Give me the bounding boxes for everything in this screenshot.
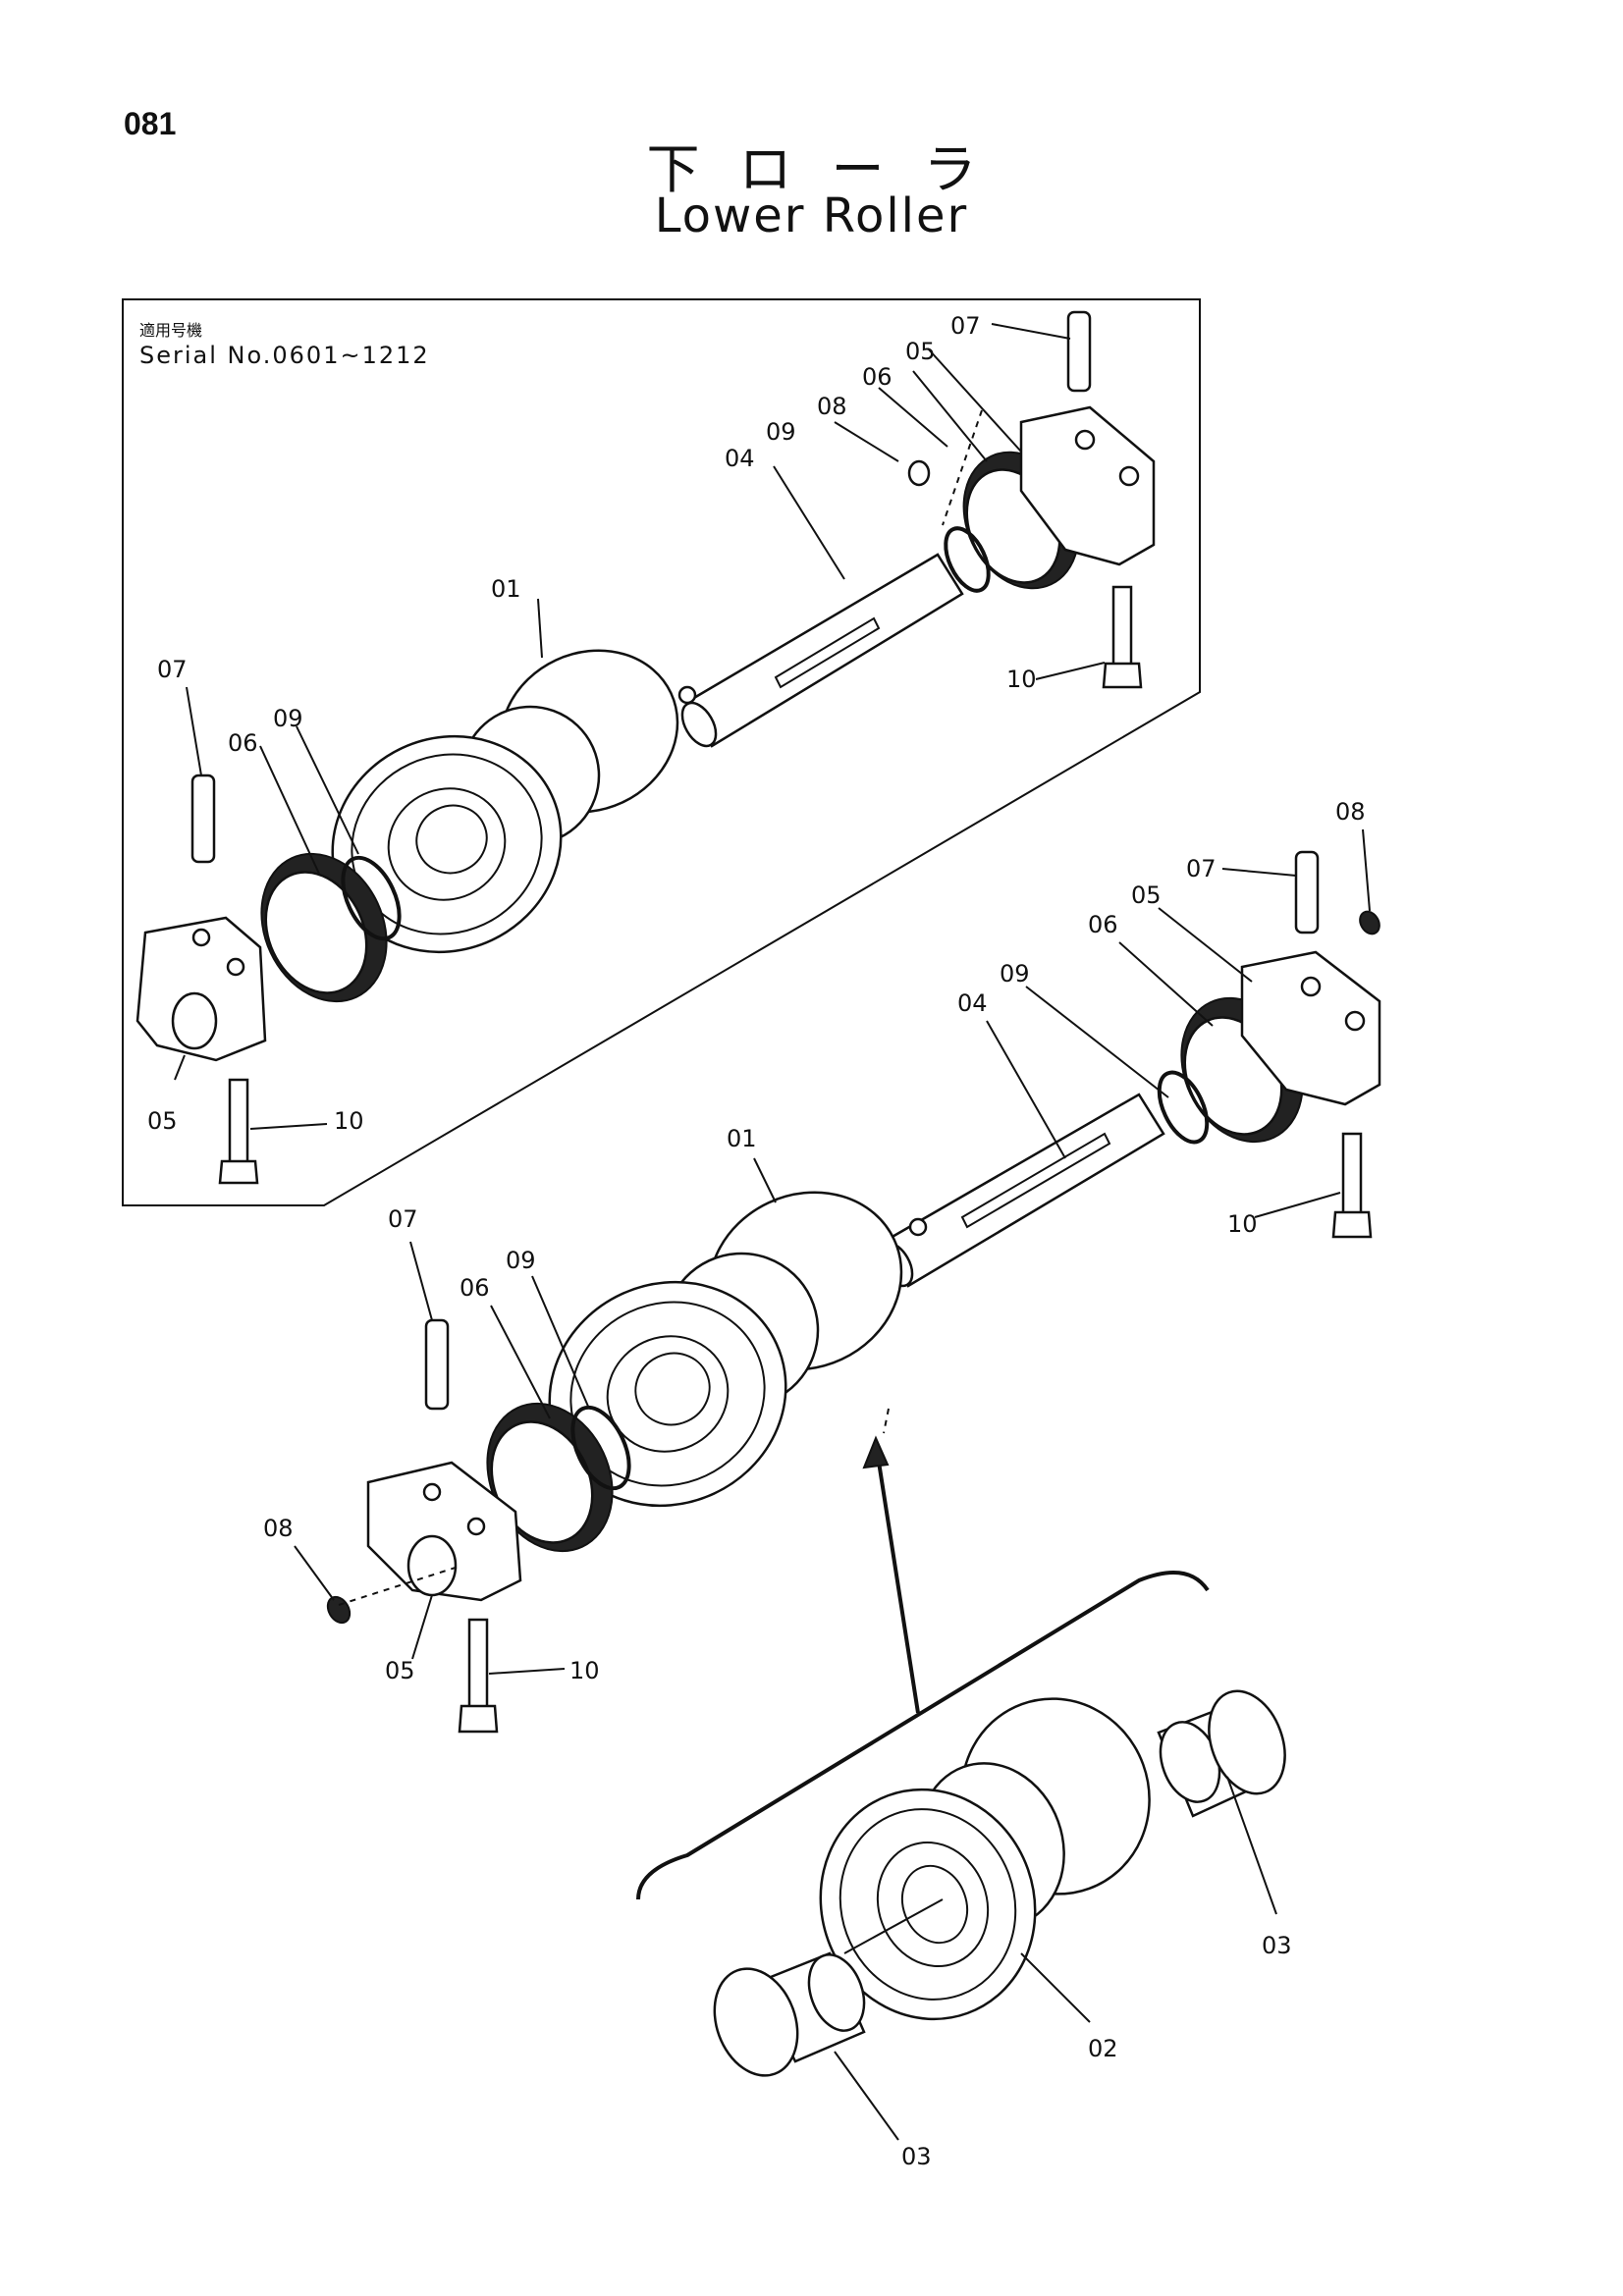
upper-left-bolt-10 [218,1078,259,1185]
lower-left-collar-05 [366,1461,522,1602]
upper-right-ring-09 [944,526,991,593]
label-upper-06: 06 [862,363,893,391]
lower-left-plug-08 [326,1595,352,1625]
label-upper-08: 08 [817,393,847,420]
label-lower-left-07: 07 [388,1205,418,1233]
detail-roller-02 [819,1697,1151,2021]
detail-bushing-03-left [713,1951,866,2077]
title-japanese: 下ローラ [646,138,1016,200]
serial-number-range: Serial No.0601~1212 [139,342,430,369]
upper-roller-body [331,649,679,954]
lower-right-collar-05 [1240,950,1381,1106]
label-upper-05: 05 [905,338,936,365]
label-upper-left-07: 07 [157,656,188,683]
upper-right-pin-07 [1066,310,1092,393]
page-number: 081 [124,106,177,141]
lower-left-pin-07 [424,1318,450,1411]
label-lower-left-05: 05 [385,1657,415,1684]
label-upper-07: 07 [950,312,981,340]
label-upper-10: 10 [1006,666,1037,693]
label-detail-03-left: 03 [901,2143,932,2170]
detail-bushing-03-right [1157,1689,1286,1818]
label-upper-left-06: 06 [228,729,258,757]
lower-right-ring-09 [1157,1070,1210,1145]
lower-right-bolt-10 [1331,1132,1373,1239]
label-lower-08: 08 [1335,798,1366,826]
detail-callout [636,1435,1210,1900]
label-upper-01: 01 [491,575,521,603]
label-lower-left-09: 09 [506,1247,536,1274]
lower-left-bolt-10 [458,1618,499,1734]
label-detail-03-right: 03 [1262,1932,1292,1959]
serial-inset-frame [122,298,1201,1206]
label-detail-02: 02 [1088,2035,1118,2062]
upper-shaft [677,553,964,748]
label-lower-07: 07 [1186,855,1217,882]
lower-assembly [294,828,1381,1734]
label-upper-09: 09 [766,418,796,446]
label-lower-left-08: 08 [263,1515,294,1542]
serial-label-japanese: 適用号機 [139,321,203,340]
upper-right-collar-05 [1019,405,1156,566]
upper-left-collar-05 [135,916,267,1062]
lower-left-seal-06 [486,1402,614,1553]
lower-right-pin-07 [1294,850,1320,934]
lower-left-ring-09 [570,1405,631,1491]
label-upper-04: 04 [725,445,755,472]
upper-left-seal-06 [260,852,388,1003]
title-english: Lower Roller [654,188,969,243]
label-lower-04: 04 [957,989,988,1017]
label-lower-left-10: 10 [569,1657,600,1684]
label-lower-left-06: 06 [460,1274,490,1302]
label-lower-10: 10 [1227,1210,1258,1238]
upper-right-plug-08 [907,459,931,487]
upper-left-pin-07 [190,774,216,864]
label-upper-left-10: 10 [334,1107,364,1135]
upper-assembly [135,310,1156,1185]
label-lower-05: 05 [1131,881,1162,909]
lower-roller-body [548,1191,903,1508]
lower-right-plug-08 [1359,910,1380,935]
label-upper-left-05: 05 [147,1107,178,1135]
label-lower-09: 09 [1000,960,1030,988]
upper-right-bolt-10 [1102,585,1143,689]
label-lower-01: 01 [727,1125,757,1152]
lower-shaft [877,1093,1165,1288]
upper-left-ring-09 [341,855,402,941]
label-lower-06: 06 [1088,911,1118,938]
label-upper-left-09: 09 [273,705,303,732]
